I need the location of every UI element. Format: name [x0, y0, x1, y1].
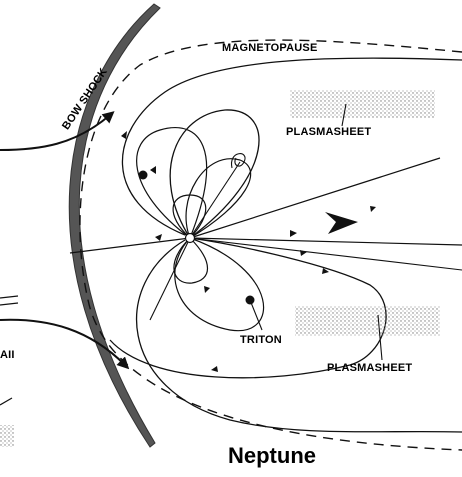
direction-arrow — [370, 206, 376, 212]
field-line-radial-3 — [190, 238, 462, 270]
field-line-radial-left — [70, 238, 190, 253]
solar-wind-arrow-top — [0, 115, 110, 150]
tail-arrowhead — [325, 212, 358, 234]
direction-arrow — [150, 166, 156, 174]
direction-arrow — [290, 230, 297, 237]
plasmasheet-bottom-label: PLASMASHEET — [327, 362, 412, 374]
direction-arrow — [155, 234, 162, 241]
field-line-loop-3 — [186, 159, 251, 238]
field-line-radial-upper — [190, 162, 240, 238]
bow-shock-band — [69, 4, 160, 447]
neptune-planet — [186, 234, 195, 243]
plasmasheet-region-top — [290, 90, 435, 118]
magnetopause-label: MAGNETOPAUSE — [222, 42, 318, 54]
field-line-loop-1 — [170, 110, 259, 238]
cropped-stipple-fragment — [0, 425, 14, 447]
cropped-label-fragment: AII — [0, 349, 15, 361]
triton-label: TRITON — [240, 334, 282, 346]
cropped-line-fragment — [0, 303, 18, 305]
direction-arrow — [204, 286, 210, 293]
direction-arrow — [211, 366, 218, 372]
field-line-loop-2 — [137, 128, 207, 238]
plasmasheet-region-bottom — [295, 306, 440, 336]
cropped-line-fragment — [0, 398, 12, 405]
planet-caption: Neptune — [228, 443, 316, 469]
plasmasheet-top-label: PLASMASHEET — [286, 126, 371, 138]
triton-dot — [246, 296, 255, 305]
field-line-radial-2 — [190, 238, 462, 245]
cropped-line-fragment — [0, 296, 18, 298]
moon-dot-upper — [139, 171, 148, 180]
direction-arrow — [121, 131, 127, 139]
field-line-loop-lower — [175, 238, 264, 331]
field-line-radial-1 — [190, 158, 440, 238]
